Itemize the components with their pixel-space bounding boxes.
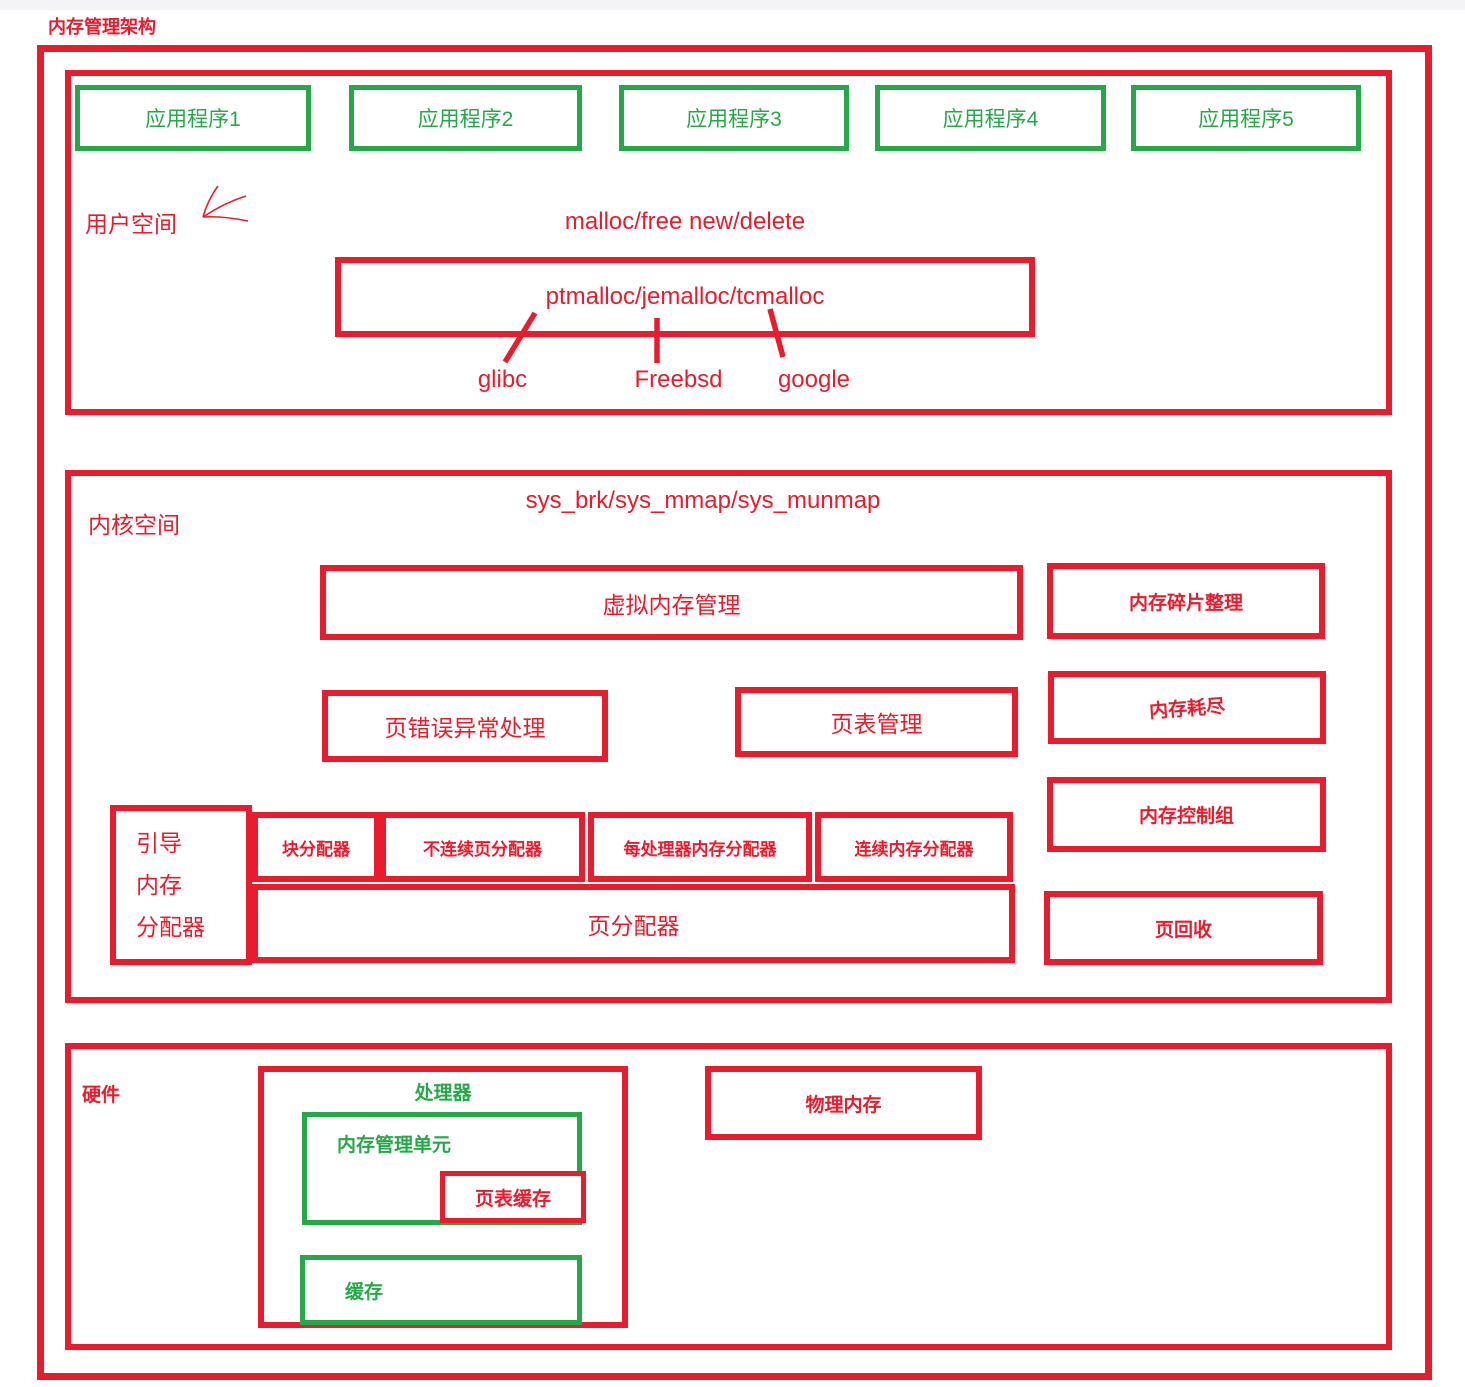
percpu-allocator-label: 每处理器内存分配器 <box>623 839 777 859</box>
ptmalloc-label: ptmalloc/jemalloc/tcmalloc <box>545 283 825 310</box>
defrag-label: 内存碎片整理 <box>1128 592 1243 614</box>
discontig-page-allocator-box: 不连续页分配器 <box>380 812 585 882</box>
app-label-2: 应用程序2 <box>417 108 514 131</box>
ptmalloc-box: ptmalloc/jemalloc/tcmalloc <box>335 257 1035 337</box>
page-fault-label: 页错误异常处理 <box>384 715 546 741</box>
app-box-4: 应用程序4 <box>875 85 1106 151</box>
app-label-1: 应用程序1 <box>145 108 241 131</box>
kernel-space-box <box>65 470 1392 1003</box>
page-allocator-box: 页分配器 <box>252 884 1015 963</box>
page-allocator-label: 页分配器 <box>587 912 680 939</box>
percpu-allocator-box: 每处理器内存分配器 <box>588 812 812 882</box>
page-reclaim-label: 页回收 <box>1154 919 1212 941</box>
page-title: 内存管理架构 <box>48 17 156 37</box>
memcg-box: 内存控制组 <box>1047 777 1326 852</box>
malloc-api-label: malloc/free new/delete <box>564 208 806 235</box>
app-label-3: 应用程序3 <box>686 108 782 131</box>
app-label-4: 应用程序4 <box>942 108 1039 131</box>
defrag-box: 内存碎片整理 <box>1047 563 1325 639</box>
tlb-label: 页表缓存 <box>474 1188 551 1210</box>
user-space-label: 用户空间 <box>85 211 177 237</box>
oom-label: 内存耗尽 <box>1148 696 1226 723</box>
page-table-label: 页表管理 <box>830 711 923 737</box>
mmu-label: 内存管理单元 <box>337 1135 452 1156</box>
page-table-box: 页表管理 <box>735 687 1018 757</box>
app-box-1: 应用程序1 <box>75 85 311 151</box>
app-label-5: 应用程序5 <box>1198 108 1294 131</box>
boot-allocator-line-3: 分配器 <box>136 914 205 940</box>
google-label: google <box>777 366 851 393</box>
processor-label: 处理器 <box>414 1083 472 1104</box>
physical-memory-box: 物理内存 <box>705 1066 982 1140</box>
boot-allocator-line-2: 内存 <box>136 872 182 898</box>
glibc-label: glibc <box>477 366 528 393</box>
block-allocator-box: 块分配器 <box>252 812 380 882</box>
cache-box: 缓存 <box>300 1255 582 1325</box>
top-strip <box>0 0 1465 10</box>
tlb-box: 页表缓存 <box>440 1171 586 1223</box>
outer-frame <box>37 45 1432 1380</box>
contig-allocator-label: 连续内存分配器 <box>854 839 974 859</box>
boot-allocator-line-1: 引导 <box>136 830 182 856</box>
hardware-label: 硬件 <box>82 1085 121 1106</box>
virtual-memory-box: 虚拟内存管理 <box>320 565 1023 640</box>
kernel-space-label: 内核空间 <box>88 512 180 538</box>
allocator-connector-lines <box>502 308 786 364</box>
app-box-2: 应用程序2 <box>349 85 582 151</box>
app-box-5: 应用程序5 <box>1131 85 1361 151</box>
page-reclaim-box: 页回收 <box>1044 891 1323 965</box>
hardware-box <box>65 1043 1392 1350</box>
memcg-label: 内存控制组 <box>1138 806 1234 827</box>
boot-allocator-box: 引导 内存 分配器 <box>110 805 252 965</box>
contig-allocator-box: 连续内存分配器 <box>815 812 1013 882</box>
app-box-3: 应用程序3 <box>619 85 849 151</box>
syscalls-label: sys_brk/sys_mmap/sys_munmap <box>525 487 881 514</box>
freebsd-label: Freebsd <box>634 366 723 393</box>
cache-label: 缓存 <box>345 1281 384 1303</box>
virtual-memory-label: 虚拟内存管理 <box>602 591 741 618</box>
discontig-page-allocator-label: 不连续页分配器 <box>423 839 542 859</box>
user-space-box <box>65 70 1392 415</box>
hand-arrow-icon <box>202 185 249 222</box>
physical-memory-label: 物理内存 <box>805 1094 882 1116</box>
page-fault-box: 页错误异常处理 <box>322 690 608 762</box>
processor-box <box>258 1066 628 1328</box>
oom-box: 内存耗尽 <box>1048 671 1326 744</box>
block-allocator-label: 块分配器 <box>282 839 350 859</box>
